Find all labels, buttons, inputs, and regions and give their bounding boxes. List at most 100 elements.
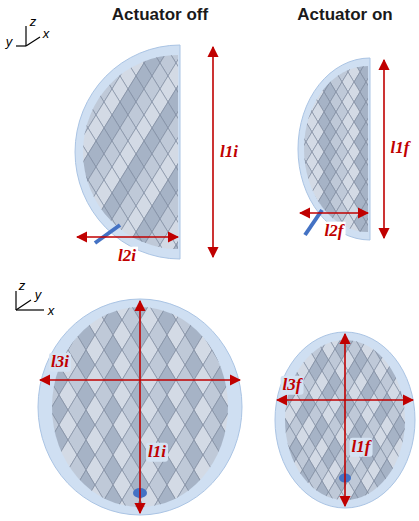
- origami-facet: [194, 515, 212, 521]
- origami-facet: [80, 206, 96, 232]
- origami-facet: [348, 492, 361, 514]
- origami-facet: [184, 245, 200, 271]
- origami-facet: [360, 242, 372, 262]
- origami-facet: [50, 515, 68, 521]
- dimension-arrow: [212, 47, 214, 257]
- origami-facet: [300, 182, 312, 202]
- origami-facet: [64, 232, 80, 258]
- origami-facet: [184, 167, 200, 193]
- half-ellipsoid: [298, 58, 370, 240]
- origami-pattern: [282, 52, 384, 262]
- origami-facet: [407, 327, 419, 349]
- origami-facet: [221, 470, 239, 500]
- origami-facet: [158, 515, 176, 521]
- origami-facet: [372, 142, 384, 162]
- dimension-label: l2i: [116, 247, 138, 266]
- origami-facet: [64, 180, 80, 206]
- origami-facet: [288, 102, 300, 122]
- origami-facet: [56, 245, 72, 271]
- origami-facet: [296, 492, 309, 514]
- axis-line: [16, 45, 26, 46]
- origami-facet: [282, 172, 294, 192]
- origami-facet: [407, 415, 419, 437]
- origami-facet: [184, 115, 200, 141]
- origami-facet: [407, 349, 419, 371]
- dimension-label: l3f: [281, 376, 304, 395]
- origami-facet: [104, 485, 122, 515]
- origami-facet: [68, 485, 86, 515]
- origami-facet: [354, 232, 366, 252]
- origami-facet: [309, 492, 322, 514]
- origami-facet: [176, 515, 194, 521]
- origami-facet: [239, 380, 257, 410]
- origami-pattern: [23, 290, 257, 521]
- origami-facet: [32, 455, 50, 485]
- origami-facet: [184, 193, 200, 219]
- origami-facet: [394, 349, 407, 371]
- origami-facet: [176, 232, 192, 258]
- origami-facet: [312, 242, 324, 262]
- origami-facet: [282, 52, 294, 72]
- origami-facet: [264, 459, 277, 481]
- origami-facet: [136, 245, 152, 271]
- origami-facet: [86, 485, 104, 515]
- actuator-rod: [95, 225, 120, 243]
- origami-facet: [72, 245, 88, 271]
- axis-label: x: [48, 304, 55, 318]
- origami-facet: [270, 470, 283, 492]
- origami-facet: [282, 152, 294, 172]
- origami-facet: [316, 503, 329, 521]
- origami-facet: [277, 481, 290, 503]
- origami-facet: [322, 492, 335, 514]
- origami-facet: [239, 470, 257, 500]
- origami-facet: [413, 448, 419, 470]
- origami-facet: [368, 327, 381, 349]
- origami-facet: [239, 410, 257, 440]
- ellipsoid: [38, 299, 242, 515]
- origami-facet: [270, 404, 283, 426]
- dimension-group: [40, 47, 413, 513]
- origami-facet: [230, 395, 248, 425]
- origami-facet: [230, 515, 248, 521]
- origami-facet: [294, 112, 306, 132]
- origami-facet: [360, 222, 372, 242]
- origami-facet: [72, 37, 88, 63]
- origami-facet: [176, 154, 192, 180]
- rod-group: [95, 210, 351, 498]
- origami-facet: [361, 492, 374, 514]
- origami-facet: [50, 455, 68, 485]
- origami-facet: [407, 503, 419, 521]
- origami-facet: [324, 242, 336, 262]
- origami-facet: [184, 37, 200, 63]
- origami-facet: [41, 470, 59, 500]
- origami-facet: [413, 426, 419, 448]
- origami-facet: [394, 459, 407, 481]
- axis-line: [16, 309, 44, 310]
- origami-facet: [316, 481, 329, 503]
- origami-facet: [176, 76, 192, 102]
- origami-facet: [400, 338, 413, 360]
- origami-facet: [41, 320, 59, 350]
- origami-facet: [144, 258, 160, 284]
- origami-facet: [168, 245, 184, 271]
- origami-facet: [184, 63, 200, 89]
- origami-facet: [277, 349, 290, 371]
- origami-facet: [64, 50, 80, 76]
- origami-facet: [277, 503, 290, 521]
- origami-facet: [96, 258, 112, 284]
- origami-facet: [23, 410, 41, 440]
- origami-pattern: [56, 37, 200, 284]
- origami-facet: [203, 290, 221, 320]
- origami-facet: [230, 425, 248, 455]
- origami-facet: [294, 172, 306, 192]
- origami-facet: [300, 62, 312, 82]
- origami-facet: [176, 258, 192, 284]
- axis-label: x: [43, 27, 50, 41]
- origami-facet: [264, 327, 277, 349]
- dimension-arrow: [77, 236, 178, 238]
- origami-facet: [221, 320, 239, 350]
- origami-facet: [413, 470, 419, 492]
- origami-facet: [68, 305, 86, 335]
- origami-facet: [400, 360, 413, 382]
- origami-facet: [413, 338, 419, 360]
